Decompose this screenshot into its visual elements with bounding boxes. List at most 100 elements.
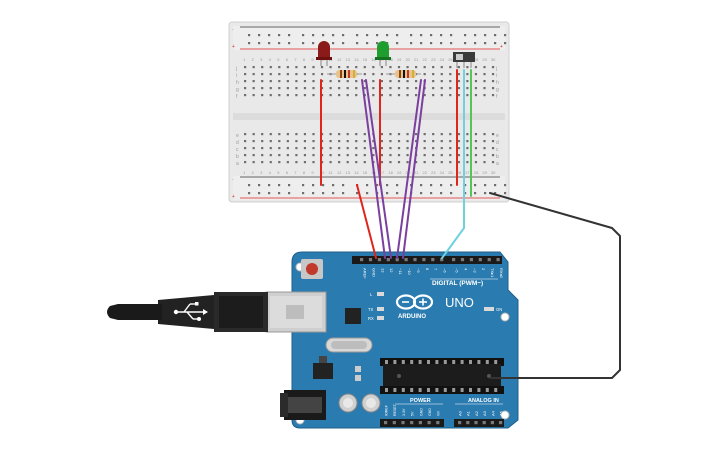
column-number: 27 bbox=[465, 170, 470, 175]
strip-hole bbox=[269, 80, 272, 83]
wire-purple-3[interactable] bbox=[396, 79, 422, 259]
header-pin[interactable] bbox=[386, 258, 390, 262]
power-pin[interactable] bbox=[384, 421, 388, 425]
analog-pin[interactable] bbox=[474, 421, 478, 425]
column-number: 29 bbox=[482, 57, 487, 62]
strip-hole bbox=[483, 140, 486, 143]
analog-pin[interactable] bbox=[458, 421, 462, 425]
power-pin[interactable] bbox=[392, 421, 396, 425]
strip-hole bbox=[252, 154, 255, 157]
strip-hole bbox=[372, 66, 375, 69]
header-pin[interactable] bbox=[360, 258, 364, 262]
resistor-1[interactable] bbox=[327, 70, 362, 78]
wires[interactable] bbox=[320, 69, 621, 379]
wire-purple-4[interactable] bbox=[402, 79, 426, 259]
usb-port[interactable] bbox=[265, 291, 327, 333]
rail-hole bbox=[332, 184, 335, 187]
strip-hole bbox=[320, 147, 324, 150]
strip-hole bbox=[415, 66, 418, 69]
strip-hole bbox=[406, 66, 409, 69]
led-red[interactable] bbox=[316, 41, 332, 66]
header-pin[interactable] bbox=[452, 258, 456, 262]
reset-button[interactable] bbox=[301, 259, 323, 279]
row-letter: f bbox=[496, 94, 498, 100]
power-pin-label: RESET bbox=[393, 403, 397, 416]
wire-purple-2[interactable] bbox=[365, 79, 392, 259]
header-pin[interactable] bbox=[404, 258, 408, 262]
strip-hole bbox=[432, 133, 435, 136]
led-green[interactable] bbox=[375, 41, 391, 66]
strip-hole bbox=[380, 87, 383, 90]
strip-hole bbox=[269, 66, 272, 69]
header-pin[interactable] bbox=[413, 258, 417, 262]
header-pin[interactable] bbox=[368, 258, 373, 262]
column-number: 19 bbox=[397, 170, 402, 175]
strip-hole bbox=[389, 66, 392, 69]
power-jack[interactable] bbox=[280, 390, 326, 420]
arduino-logo-icon bbox=[395, 294, 434, 310]
strip-hole bbox=[491, 94, 495, 97]
strip-hole bbox=[440, 147, 443, 150]
strip-hole bbox=[449, 154, 452, 157]
breadboard-holes bbox=[244, 34, 507, 195]
analog-pin[interactable] bbox=[490, 421, 494, 425]
analog-pin-label: A1 bbox=[466, 410, 471, 416]
strip-hole bbox=[278, 133, 281, 136]
wire-black[interactable] bbox=[489, 192, 621, 379]
top-rail-plus-label: + bbox=[232, 44, 235, 50]
power-pin[interactable] bbox=[427, 421, 431, 425]
analog-pin[interactable] bbox=[482, 421, 486, 425]
power-pin[interactable] bbox=[410, 421, 414, 425]
strip-hole bbox=[320, 87, 324, 90]
resistor-2[interactable] bbox=[386, 70, 421, 78]
strip-hole bbox=[397, 154, 401, 157]
column-number: 12 bbox=[337, 57, 342, 62]
power-pin[interactable] bbox=[418, 421, 422, 425]
strip-hole bbox=[389, 147, 392, 150]
wire-cyan[interactable] bbox=[441, 69, 465, 259]
rail-hole bbox=[366, 34, 369, 37]
header-pin[interactable] bbox=[395, 258, 399, 262]
strip-hole bbox=[466, 147, 469, 150]
header-pin[interactable] bbox=[460, 258, 465, 262]
header-pin[interactable] bbox=[487, 258, 491, 262]
digital-pin-label: ~6 bbox=[443, 268, 448, 273]
usb-cable[interactable] bbox=[107, 292, 268, 332]
power-pin[interactable] bbox=[401, 421, 405, 425]
digital-pin-label: ~9 bbox=[416, 268, 421, 273]
rail-hole bbox=[396, 184, 399, 187]
strip-hole bbox=[278, 154, 281, 157]
strip-hole bbox=[466, 80, 469, 83]
header-pin[interactable] bbox=[431, 258, 435, 262]
strip-hole bbox=[423, 66, 426, 69]
rail-hole bbox=[332, 192, 335, 195]
header-pin[interactable] bbox=[478, 258, 482, 262]
strip-hole bbox=[312, 140, 315, 143]
strip-hole bbox=[457, 73, 460, 76]
header-pin[interactable] bbox=[440, 258, 444, 262]
rail-hole bbox=[484, 184, 487, 187]
strip-hole bbox=[269, 154, 272, 157]
strip-hole bbox=[380, 154, 383, 157]
wire-red-gnd[interactable] bbox=[356, 184, 377, 259]
header-pin[interactable] bbox=[469, 258, 473, 262]
strip-hole bbox=[261, 94, 264, 97]
strip-hole bbox=[286, 73, 289, 76]
strip-hole bbox=[466, 140, 469, 143]
wire-purple-1[interactable] bbox=[361, 79, 386, 259]
power-pin[interactable] bbox=[436, 421, 440, 425]
analog-pin[interactable] bbox=[466, 421, 470, 425]
strip-hole bbox=[397, 94, 401, 97]
strip-hole bbox=[474, 80, 478, 83]
header-pin[interactable] bbox=[496, 258, 500, 262]
slide-switch[interactable] bbox=[453, 52, 475, 68]
header-pin[interactable] bbox=[377, 258, 381, 262]
analog-pin[interactable] bbox=[499, 421, 503, 425]
strip-hole bbox=[466, 66, 469, 69]
header-pin[interactable] bbox=[422, 258, 426, 262]
